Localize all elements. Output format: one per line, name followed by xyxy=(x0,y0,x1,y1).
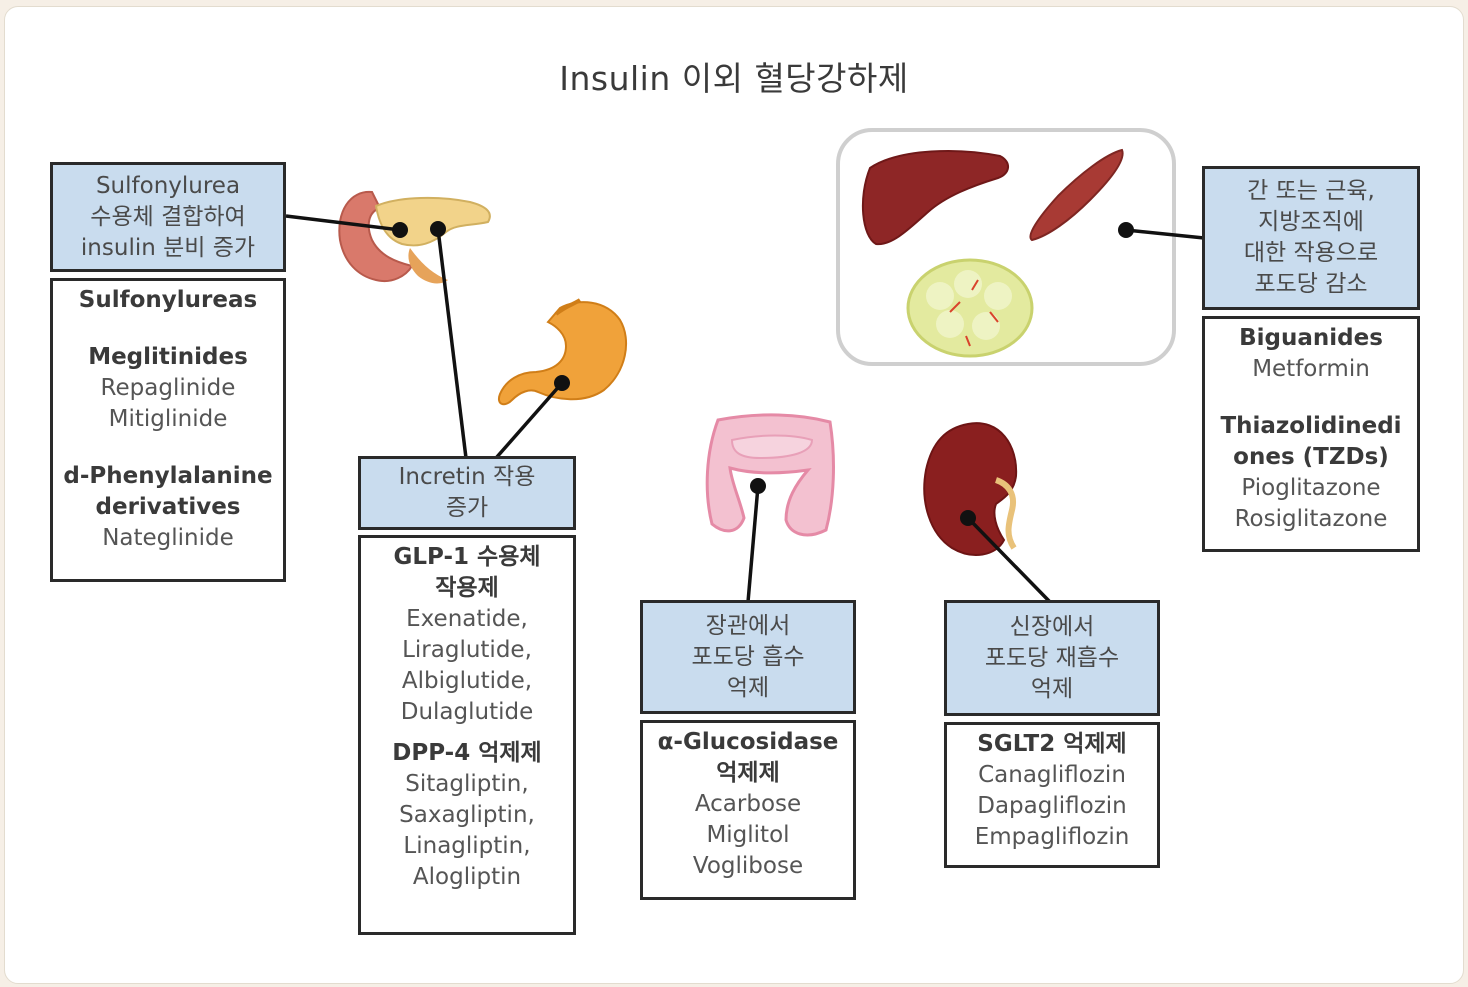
header-line: 대한 작용으로 xyxy=(1243,240,1379,266)
liver-icon xyxy=(861,150,1009,246)
header-line: 억제 xyxy=(726,674,770,701)
drug-name: Mitiglinide xyxy=(108,406,228,432)
drug-class: Biguanides xyxy=(1239,325,1383,351)
drug-class: GLP-1 수용체 작용제 xyxy=(393,544,541,601)
figure-title: Insulin 이외 혈당강하제 xyxy=(559,59,909,98)
header-line: 포도당 흡수 xyxy=(691,643,805,670)
sulfonylurea-drug-list: Sulfonylureas Meglitinides Repaglinide M… xyxy=(50,278,286,582)
kidney-drug-list: SGLT2 억제제 Canagliflozin Dapagliflozin Em… xyxy=(944,722,1160,868)
drug-name: Saxagliptin, xyxy=(399,802,535,828)
drug-name: Albiglutide, xyxy=(401,668,533,694)
drug-name: Nateglinide xyxy=(102,525,234,551)
drug-name: Sitagliptin, xyxy=(405,771,529,797)
drug-class: d-Phenylalanine derivatives xyxy=(63,463,273,520)
drug-name: Dulaglutide xyxy=(400,699,534,725)
drug-name: Alogliptin xyxy=(412,864,522,890)
drug-name: Canagliflozin xyxy=(978,762,1126,788)
drug-name: Voglibose xyxy=(692,853,804,879)
drug-name: Linagliptin, xyxy=(403,833,531,859)
drug-name: Pioglitazone xyxy=(1241,475,1381,501)
sulfonylurea-header: Sulfonylurea 수용체 결합하여 insulin 분비 증가 xyxy=(50,162,286,272)
drug-name: Metformin xyxy=(1252,356,1370,382)
intestine-drug-list: α-Glucosidase 억제제 Acarbose Miglitol Vogl… xyxy=(640,720,856,900)
stomach-icon xyxy=(498,298,627,406)
connector-lines xyxy=(285,214,1205,604)
drug-name: Rosiglitazone xyxy=(1234,506,1388,532)
drug-name: Acarbose xyxy=(694,791,802,817)
header-line: 증가 xyxy=(445,495,489,521)
intestine-header: 장관에서 포도당 흡수 억제 xyxy=(640,600,856,714)
drug-class: DPP-4 억제제 xyxy=(392,740,542,766)
header-line: 억제 xyxy=(1030,675,1074,702)
kidney-header: 신장에서 포도당 재흡수 억제 xyxy=(944,600,1160,716)
intestine-icon xyxy=(705,413,835,537)
drug-name: Exenatide, xyxy=(406,606,528,632)
header-line: insulin 분비 증가 xyxy=(80,234,256,261)
header-line: Incretin 작용 xyxy=(398,464,536,490)
drug-name: Liraglutide, xyxy=(402,637,532,663)
incretin-drug-list: GLP-1 수용체 작용제 Exenatide, Liraglutide, Al… xyxy=(358,535,576,935)
kidney-icon xyxy=(923,422,1018,556)
drug-name: Empagliflozin xyxy=(974,824,1130,850)
drug-name: Repaglinide xyxy=(100,375,236,401)
liver-muscle-fat-drug-list: Biguanides Metformin Thiazolidinedi ones… xyxy=(1202,316,1420,552)
drug-class: SGLT2 억제제 xyxy=(977,731,1127,757)
header-line: 간 또는 근육, xyxy=(1247,178,1375,204)
header-line: 신장에서 xyxy=(1009,613,1095,640)
drug-class: Thiazolidinedi ones (TZDs) xyxy=(1220,413,1402,470)
drug-name: Miglitol xyxy=(706,822,790,848)
adipose-tissue-icon xyxy=(906,258,1034,358)
header-line: Sulfonylurea xyxy=(95,172,241,199)
connector-dots xyxy=(392,221,1134,526)
incretin-header: Incretin 작용 증가 xyxy=(358,456,576,530)
drug-name: Dapagliflozin xyxy=(977,793,1127,819)
header-line: 장관에서 xyxy=(705,612,791,639)
drug-class: α-Glucosidase 억제제 xyxy=(657,729,839,786)
liver-muscle-fat-header: 간 또는 근육, 지방조직에 대한 작용으로 포도당 감소 xyxy=(1202,166,1420,310)
header-line: 지방조직에 xyxy=(1258,209,1364,235)
drug-class: Sulfonylureas xyxy=(78,287,258,313)
pancreas-icon xyxy=(338,190,491,284)
muscle-icon xyxy=(1029,148,1124,242)
drug-class: Meglitinides xyxy=(88,344,248,370)
header-line: 수용체 결합하여 xyxy=(90,203,246,230)
header-line: 포도당 감소 xyxy=(1254,271,1368,297)
header-line: 포도당 재흡수 xyxy=(984,644,1120,671)
